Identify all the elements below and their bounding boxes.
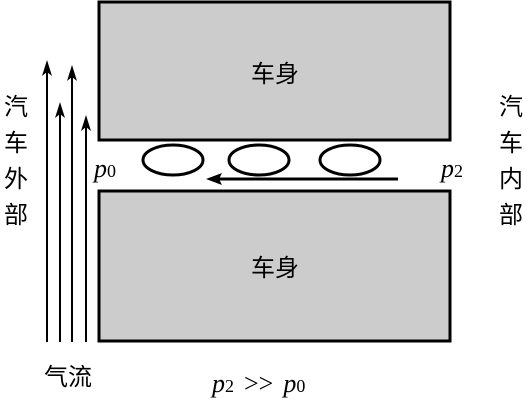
upper-car-body (97, 0, 452, 142)
airflow-label: 气流 (44, 363, 92, 391)
svg-text:部: 部 (4, 201, 28, 229)
airflow-arrow-icon (42, 60, 52, 342)
seal-ellipse-icon (227, 143, 291, 177)
svg-text:汽: 汽 (499, 93, 523, 121)
seal-ellipse-icon (141, 143, 205, 177)
inside-car-label: 汽 车 内 部 (499, 93, 523, 229)
svg-text:车: 车 (499, 129, 523, 157)
lower-car-body (97, 189, 452, 343)
pressure-p2-label: p2 (439, 154, 463, 183)
svg-text:车: 车 (4, 129, 28, 157)
airflow-arrow-icon (55, 102, 65, 342)
svg-text:汽: 汽 (4, 93, 28, 121)
leak-flow-arrow-icon (206, 173, 398, 185)
svg-text:内: 内 (499, 165, 523, 193)
pressure-p0-label: p0 (92, 154, 116, 183)
pressure-relation: p2>>p0 (210, 369, 305, 398)
svg-text:外: 外 (4, 165, 28, 193)
svg-text:部: 部 (499, 201, 523, 229)
seal-ellipse-icon (318, 143, 382, 177)
airflow-arrow-icon (81, 115, 91, 342)
airflow-arrow-icon (67, 65, 77, 342)
outside-car-label: 汽 车 外 部 (4, 93, 28, 229)
upper-car-body-label: 车身 (251, 60, 299, 88)
lower-car-body-label: 车身 (251, 254, 299, 282)
